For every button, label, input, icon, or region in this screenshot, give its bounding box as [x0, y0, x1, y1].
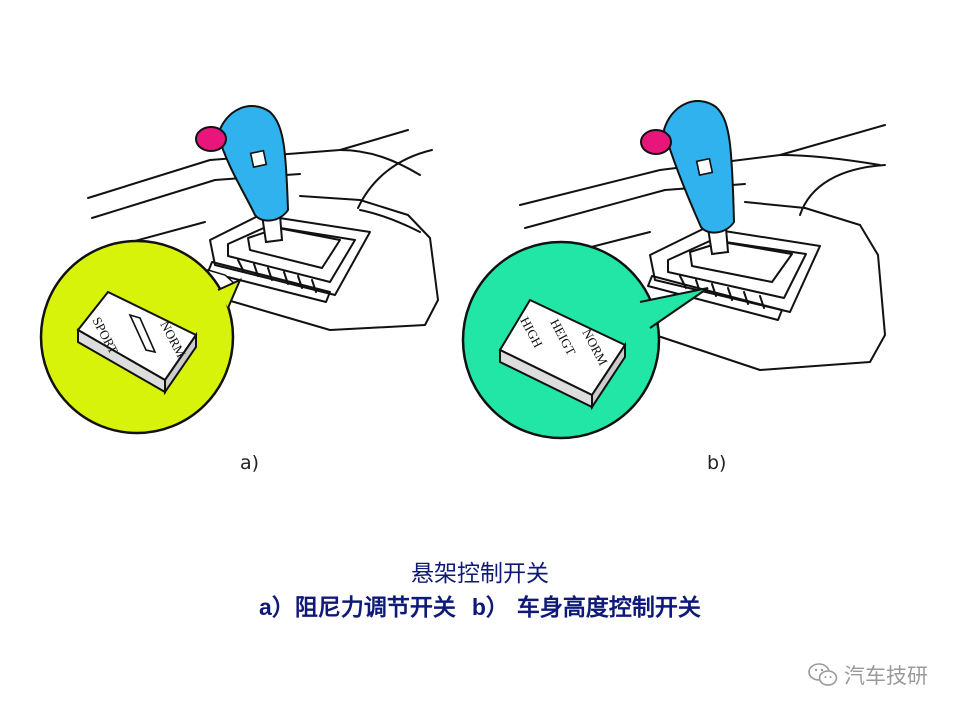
caption-title: 悬架控制开关 — [411, 561, 549, 587]
watermark: 汽车技研 — [808, 660, 928, 690]
panel-b-inset: HIGH HEIGT NORM — [461, 240, 709, 440]
caption-b-text: ） 车身高度控制开关 — [485, 594, 701, 621]
wechat-icon — [808, 663, 838, 686]
damping-switch: SPORT NORM — [76, 290, 198, 396]
watermark-text: 汽车技研 — [844, 664, 928, 688]
panel-a-drawing — [87, 129, 439, 331]
lever-b-window — [695, 157, 714, 177]
caption-subtitle: a）阻尼力调节开关 b） 车身高度控制开关 — [0, 588, 960, 622]
height-switch: HIGH HEIGT NORM — [498, 298, 627, 411]
lever-b-knob-button — [640, 129, 672, 155]
panel-b-label: b) — [707, 452, 727, 474]
caption-a-marker: a — [259, 594, 272, 620]
lever-a-window — [249, 149, 268, 169]
caption-a-text: ）阻尼力调节开关 — [271, 594, 456, 621]
lever-a-knob-button — [195, 126, 227, 152]
caption-b-marker: b — [471, 594, 486, 620]
panel-a-label: a) — [240, 452, 260, 474]
panel-a-inset: SPORT NORM — [39, 239, 242, 435]
panel-b-shift-lever — [640, 100, 736, 256]
toggle-icon — [128, 313, 157, 354]
panel-a-shift-lever — [195, 105, 290, 244]
